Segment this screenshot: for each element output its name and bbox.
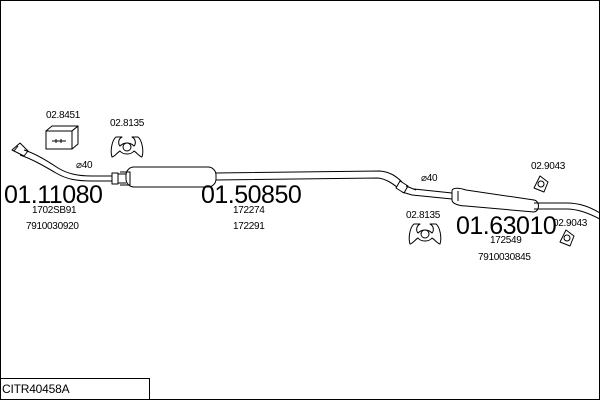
assembly-code: CITR40458A [0,378,150,399]
diameter-front: ⌀40 [76,160,93,171]
middle-silencer-number: 01.50850 [201,181,302,209]
front-pipe-ref-2: 7910030920 [26,221,79,232]
clamp-front-icon [110,136,144,158]
rear-silencer-ref-1: 172549 [490,235,522,246]
gasket-kit-icon [45,125,79,150]
middle-silencer-ref-1: 172274 [233,205,265,216]
clamp-rear-icon [408,223,442,245]
gasket-kit-number: 02.8451 [46,110,81,121]
rubber-mount-2-number: 02.9043 [553,218,588,229]
rubber-mount-1-icon [533,175,549,193]
front-pipe-ref-1: 1702SB91 [32,205,77,216]
clamp-rear-number: 02.8135 [406,210,441,221]
clamp-front-number: 02.8135 [110,118,145,129]
rear-silencer-ref-2: 7910030845 [478,252,531,263]
front-pipe-drawing [11,142,119,185]
rear-silencer-drawing [411,187,600,220]
middle-silencer-ref-2: 172291 [233,221,265,232]
front-pipe-number: 01.11080 [4,181,103,209]
rubber-mount-2-icon [559,229,575,247]
middle-silencer-drawing [118,166,417,196]
rear-silencer-number: 01.63010 [456,212,557,240]
diameter-rear: ⌀40 [421,173,438,184]
rubber-mount-1-number: 02.9043 [531,161,566,172]
